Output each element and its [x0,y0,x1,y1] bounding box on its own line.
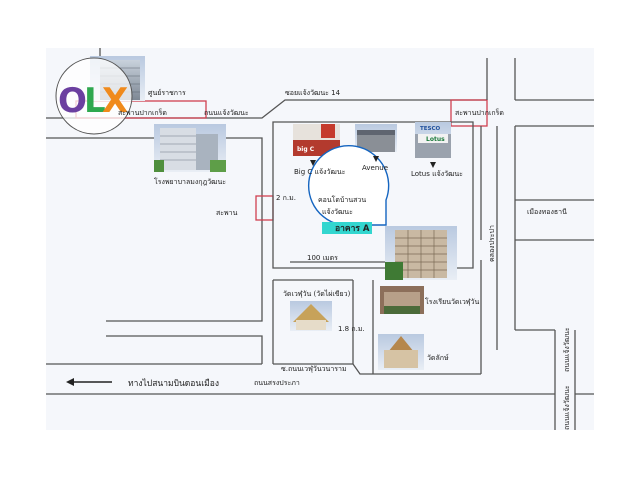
label-lotus: Lotus แจ้งวัฒนะ [411,170,463,178]
olx-logo-l: L [84,81,106,121]
label-gov-center: ศูนย์ราชการ [148,89,186,97]
label-soi-bottom: ซ.ถนนเวฬุวันวนาราม [281,365,347,373]
label-2km: 2 ก.ม. [276,194,296,202]
condo-marker [307,145,390,234]
label-songprapa: ถนนสรงประภา [254,379,300,387]
arrow-bigc [310,160,316,166]
arrow-to-airport [66,378,112,386]
label-bigc: Big C แจ้งวัฒนะ [294,168,346,176]
road-canal-prapa [480,58,594,430]
label-to-airport: ทางไปสนามบินดอนเมือง [128,378,219,389]
olx-logo: O L X [55,57,133,135]
label-canal: คลองประปา [488,225,496,262]
map-background [46,48,594,430]
school-photo [380,286,424,314]
road-wat-velu [272,260,482,375]
label-building-a: อาคาร A [335,224,370,234]
bigc-photo-text: big C [297,146,315,153]
label-wat-bottom: วัดลักษ์ [427,354,449,362]
label-pak-kret-bridge-left: สะพานปากเกร็ด [118,108,167,117]
label-1-8km: 1.8 ก.ม. [338,325,365,333]
label-avenue: Avenue [362,164,388,172]
label-wat-temple: วัดเวฬุวัน (วัดไผ่เขียว) [283,289,351,298]
lotus-photo: TESCO Lotus [415,122,451,158]
condo-compound [272,121,474,269]
tesco-text: TESCO [420,126,441,132]
avenue-photo [355,124,397,152]
label-100m: 100 เมตร [307,254,338,262]
road-middle-left [106,262,263,364]
label-bridge: สะพาน [216,209,238,217]
wat-velu-photo [290,301,332,331]
label-pak-kret-bridge-right: สะพานปากเกร็ด [455,108,504,117]
label-school: โรงเรียนวัดเวฬุวัน [425,297,479,306]
arrow-lotus [430,162,436,168]
building-a-highlight [322,222,372,234]
road-songprapa [46,363,594,395]
hospital-photo [154,124,226,172]
label-soi-14: ซอยแจ้งวัฒนะ 14 [285,89,341,97]
label-condo-line2: แจ้งวัฒนะ [322,208,353,216]
wat-bottom-photo [378,334,424,370]
lotus-photo-text: Lotus [426,136,445,143]
label-condo-line1: คอนโดบ้านสวน [318,195,366,204]
label-hospital: โรงพยาบาลมงกุฎวัฒนะ [154,177,226,186]
arrow-avenue [373,156,379,162]
label-right-vertical-2: ถนนแจ้งวัฒนะ [563,385,571,430]
olx-logo-x: X [102,81,128,121]
olx-logo-o: O [58,81,87,121]
condo-photo [385,226,457,280]
label-right-vertical: ถนนแจ้งวัฒนะ [563,327,571,372]
label-chaeng-road: ถนนแจ้งวัฒนะ [204,109,249,117]
label-muang-thong: เมืองทองธานี [527,208,567,216]
